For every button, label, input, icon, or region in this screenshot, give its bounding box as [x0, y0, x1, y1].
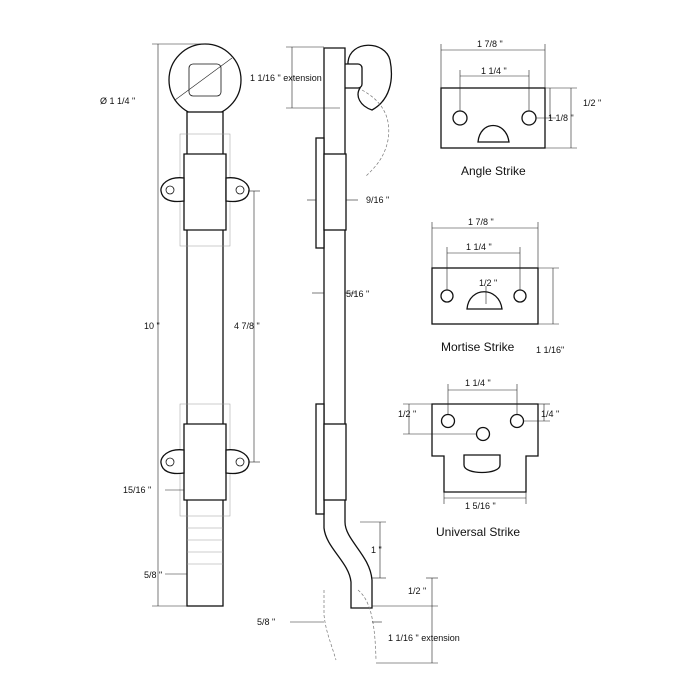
upper-right-ear	[225, 177, 250, 203]
universal-width-label: 1 5/16 "	[465, 501, 496, 511]
lower-left-hole	[165, 457, 175, 467]
mortise-spacing-label: 1 1/4 "	[466, 242, 492, 252]
angle-bolt-slot	[477, 125, 510, 143]
upper-extension-phantom	[361, 89, 390, 177]
side-lower-block	[323, 423, 347, 501]
mortise-strike: 1 7/8 " 1 1/4 " 1/2 " 1 1/16" Mortise St…	[431, 217, 564, 355]
lower-left-ear	[160, 449, 185, 475]
universal-left-label: 1/2 "	[398, 409, 416, 419]
front-knob	[168, 43, 242, 117]
angle-width-label: 1 7/8 "	[477, 39, 503, 49]
side-offset-label: 1 "	[371, 545, 382, 555]
universal-spacing-label: 1 1/4 "	[465, 378, 491, 388]
mortise-strike-title: Mortise Strike	[441, 340, 515, 354]
lower-extension-phantom	[357, 589, 377, 661]
side-lower-plate	[315, 403, 325, 515]
front-diameter-label: Ø 1 1/4 "	[100, 96, 135, 106]
side-thickness-label: 9/16 "	[366, 195, 389, 205]
front-tip-label: 5/8 "	[144, 570, 162, 580]
upper-left-ear	[160, 177, 185, 203]
lower-bar-phantom	[323, 590, 337, 661]
universal-left-hole	[440, 413, 456, 429]
front-view: Ø 1 1/4 " 10 " 4 7/8 " 15/16 " 5/8 "	[100, 43, 260, 607]
upper-right-hole	[235, 185, 245, 195]
mortise-width-label: 1 7/8 "	[468, 217, 494, 227]
front-span-label: 4 7/8 "	[234, 321, 260, 331]
side-bolt-label: 5/16 "	[346, 289, 369, 299]
lower-guide-block	[183, 423, 227, 501]
mortise-height-label: 1 1/16"	[536, 345, 564, 355]
side-tip-label: 5/8 "	[257, 617, 275, 627]
side-extension-bottom-label: 1 1/16 " extension	[388, 633, 460, 643]
mortise-bolt-slot	[466, 291, 503, 310]
upper-left-hole	[165, 185, 175, 195]
side-upper-plate	[315, 137, 325, 249]
knob-square	[188, 63, 222, 97]
lower-right-ear	[225, 449, 250, 475]
side-extension-top-label: 1 1/16 " extension	[250, 73, 322, 83]
universal-center-hole	[475, 426, 491, 442]
angle-strike: 1 7/8 " 1 1/4 " 1/2 " 1 1/8 " Angle Stri…	[440, 39, 601, 178]
side-view: 1 1/16 " extension 9/16 " 5/16 " 1 " 1/2…	[250, 44, 460, 664]
universal-bolt-slot	[463, 454, 501, 474]
front-length-label: 10 "	[144, 321, 160, 331]
mortise-half-label: 1/2 "	[479, 278, 497, 288]
angle-spacing-label: 1 1/4 "	[481, 66, 507, 76]
mortise-right-hole	[513, 289, 527, 303]
angle-right-hole	[521, 110, 537, 126]
upper-guide-block	[183, 153, 227, 231]
angle-strike-title: Angle Strike	[461, 164, 526, 178]
mortise-left-hole	[440, 289, 454, 303]
universal-right-hole	[509, 413, 525, 429]
angle-height-label: 1 1/8 "	[548, 113, 574, 123]
side-bar	[323, 47, 373, 609]
lower-right-hole	[235, 457, 245, 467]
front-block-label: 15/16 "	[123, 485, 151, 495]
knob-diameter-line	[174, 57, 233, 101]
angle-left-hole	[452, 110, 468, 126]
side-knob	[347, 44, 393, 111]
side-upper-block	[323, 153, 347, 231]
universal-strike-title: Universal Strike	[436, 525, 520, 539]
universal-right-label: 1/4 "	[541, 409, 559, 419]
angle-half-label: 1/2 "	[583, 98, 601, 108]
universal-strike: 1 1/4 " 1/2 " 1/4 " 1 5/16 " Universal S…	[398, 378, 559, 539]
side-foot-label: 1/2 "	[408, 586, 426, 596]
